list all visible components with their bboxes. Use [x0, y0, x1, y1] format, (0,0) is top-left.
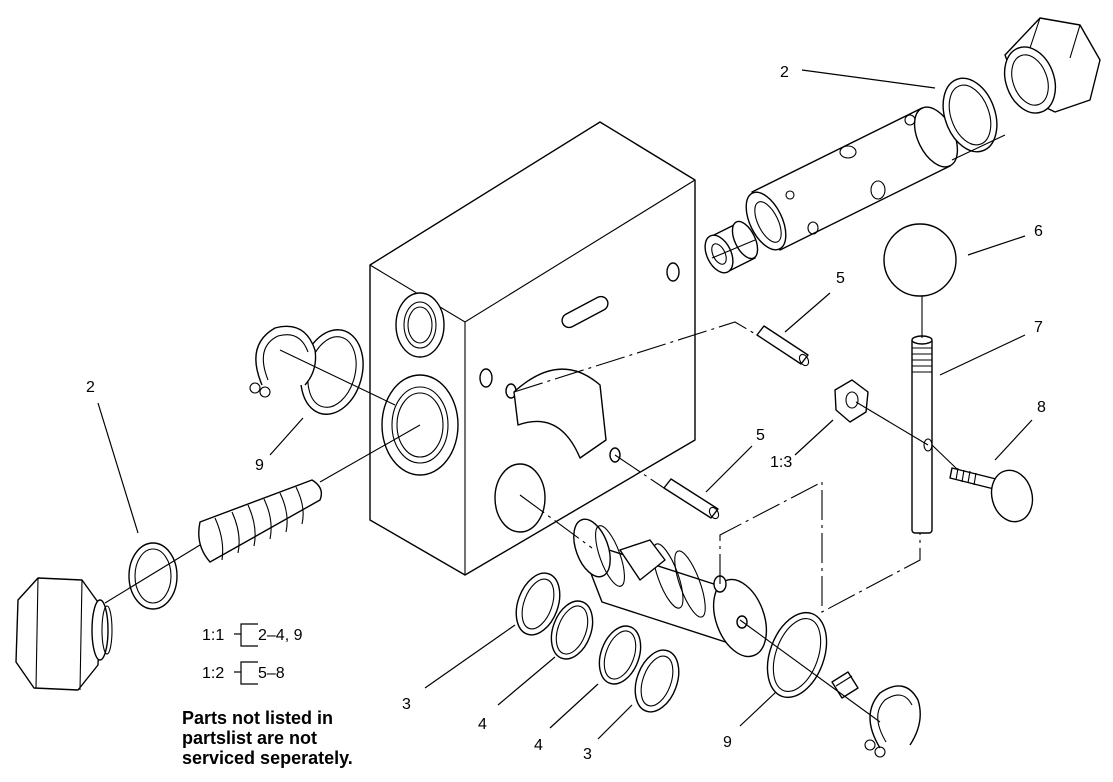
ratio-1-2: 1:2: [202, 665, 224, 682]
snap-ring-left: [249, 325, 317, 398]
pin-middle: [663, 478, 720, 520]
valve-body: [369, 121, 696, 576]
callout-5-mid: 5: [756, 427, 765, 444]
callout-7: 7: [1034, 319, 1043, 336]
spool: [573, 518, 768, 658]
note-line-1: Parts not listed in: [182, 708, 333, 728]
pin-top: [756, 325, 810, 367]
note-line-2: partslist are not: [182, 728, 317, 748]
oring-spool-1: [515, 572, 561, 636]
snap-ring-bottom: [864, 685, 921, 758]
ratio-1-1-items: 2–4, 9: [258, 627, 303, 644]
ball-knob: [883, 223, 957, 297]
callout-4-b: 4: [534, 737, 543, 754]
callout-9-bottom: 9: [723, 734, 732, 751]
threaded-rod: [911, 335, 933, 534]
small-plug-bottom: [831, 671, 859, 699]
oring-left: [128, 542, 178, 610]
callout-2-left: 2: [86, 379, 95, 396]
callout-3-a: 3: [402, 696, 411, 713]
oring-spool-2: [550, 600, 594, 660]
callout-2-top: 2: [780, 64, 789, 81]
oring-spool-right: [766, 611, 828, 699]
callout-5-top: 5: [836, 270, 845, 287]
ratio-key: 1:1 2–4, 9 1:2 5–8: [202, 623, 303, 685]
knob-screw: [949, 467, 1034, 523]
callouts: 2 2 6 5 7 8 5 1:3 9 3 4 4 3 9: [86, 64, 1046, 763]
callout-3-b: 3: [583, 746, 592, 763]
callout-4-a: 4: [478, 716, 487, 733]
oring-spool-4: [634, 649, 680, 713]
service-note: Parts not listed in partslist are not se…: [182, 708, 353, 768]
hex-plug-left: [15, 577, 113, 691]
assembly-lines: [104, 134, 1006, 723]
callout-6: 6: [1034, 223, 1043, 240]
callout-1-3: 1:3: [770, 454, 792, 471]
callout-9-left: 9: [255, 457, 264, 474]
ratio-1-1: 1:1: [202, 627, 224, 644]
hex-plug-top-right: [1003, 17, 1101, 114]
oring-spool-3: [598, 625, 642, 685]
oring-top-right: [942, 77, 998, 153]
callout-8: 8: [1037, 399, 1046, 416]
hex-nut: [834, 379, 869, 423]
note-line-3: serviced seperately.: [182, 748, 353, 768]
small-fitting: [704, 220, 759, 274]
spring: [198, 479, 323, 563]
ratio-1-2-items: 5–8: [258, 665, 285, 682]
